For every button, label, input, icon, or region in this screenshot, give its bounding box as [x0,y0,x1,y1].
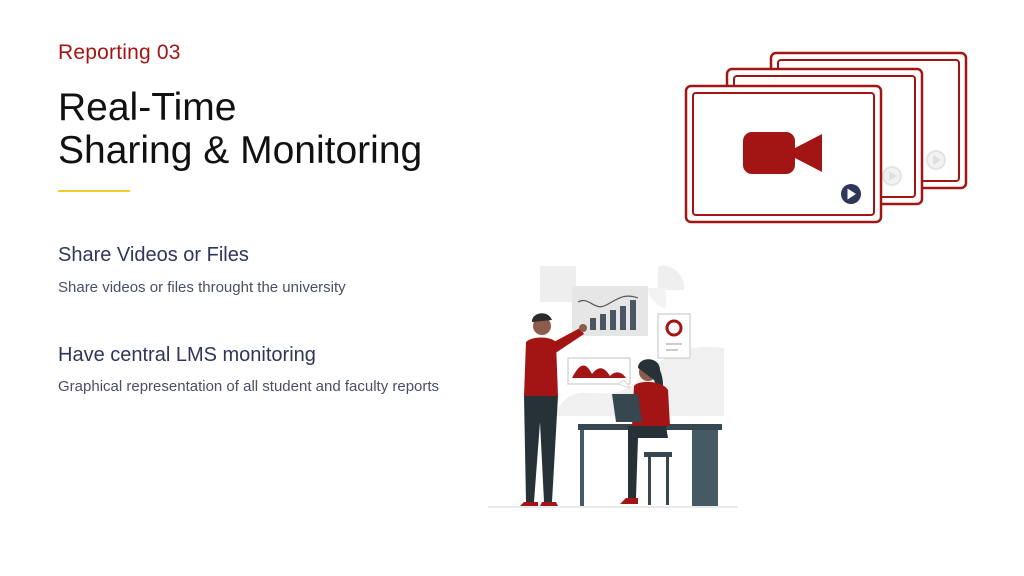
feature-monitoring-title: Have central LMS monitoring [58,344,316,366]
feature-share-title: Share Videos or Files [58,244,249,266]
feature-share-description: Share videos or files throught the unive… [58,279,346,296]
page-title-line-2: Sharing & Monitoring [58,129,423,172]
feature-monitoring-description: Graphical representation of all student … [58,378,440,395]
video-frames-graphic [684,51,968,224]
standing-person [520,313,587,506]
seated-person [612,359,672,505]
chart-board [572,286,648,336]
play-icon[interactable] [841,184,861,204]
video-camera-icon [743,132,822,174]
page-title-line-1: Real-Time [58,86,237,129]
report-card [657,313,691,359]
wave-chart-card [567,357,632,389]
page-title: Real-Time Sharing & Monitoring [58,86,422,172]
title-divider [58,190,130,192]
people-charts-illustration [488,265,738,508]
section-kicker: Reporting 03 [58,41,181,64]
